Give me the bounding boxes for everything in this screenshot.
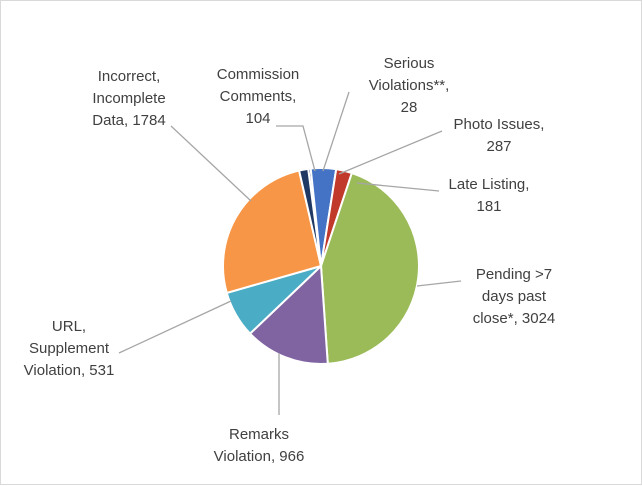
pie-slices (222, 167, 420, 365)
data-label-line: 104 (245, 110, 270, 127)
data-label-line: Pending >7 (476, 266, 552, 283)
data-label-line: Incomplete (92, 90, 165, 107)
data-label-line: Incorrect, (98, 68, 161, 85)
pie-slice (248, 263, 329, 365)
data-label-line: Serious (384, 55, 435, 72)
leader-line (338, 130, 443, 175)
leader-line (356, 182, 440, 192)
data-label-line: Commission (217, 66, 300, 83)
data-label-line: 181 (476, 198, 501, 215)
data-label-line: Data, 1784 (92, 112, 165, 129)
data-label-line: Violation, 531 (24, 362, 115, 379)
pie-slice (222, 169, 323, 295)
data-label-line: URL, (52, 318, 86, 335)
data-label-line: 287 (486, 138, 511, 155)
pie-slice (319, 171, 420, 365)
data-label-line: Photo Issues, (454, 116, 545, 133)
data-label-line: Remarks (229, 426, 289, 443)
leader-line (118, 300, 232, 354)
leader-line (322, 91, 350, 172)
data-label-line: Violation, 966 (214, 448, 305, 465)
data-label-line: Supplement (29, 340, 110, 357)
data-label-line: days past (482, 288, 547, 305)
pie-slice (297, 167, 322, 267)
data-label: Late Listing, 181 (449, 176, 530, 215)
data-label-line: 28 (401, 99, 418, 116)
data-label-line: Violations**, (369, 77, 450, 94)
data-label: Photo Issues, 287 (454, 116, 545, 155)
data-label: Pending >7 days past close*, 3024 (473, 266, 556, 327)
leader-line (276, 125, 316, 172)
leader-line (170, 125, 252, 202)
data-label-line: Late Listing, (449, 176, 530, 193)
data-label-line: close*, 3024 (473, 310, 556, 327)
leader-lines (118, 91, 462, 415)
leader-line (416, 280, 462, 287)
data-label-line: Comments, (220, 88, 297, 105)
